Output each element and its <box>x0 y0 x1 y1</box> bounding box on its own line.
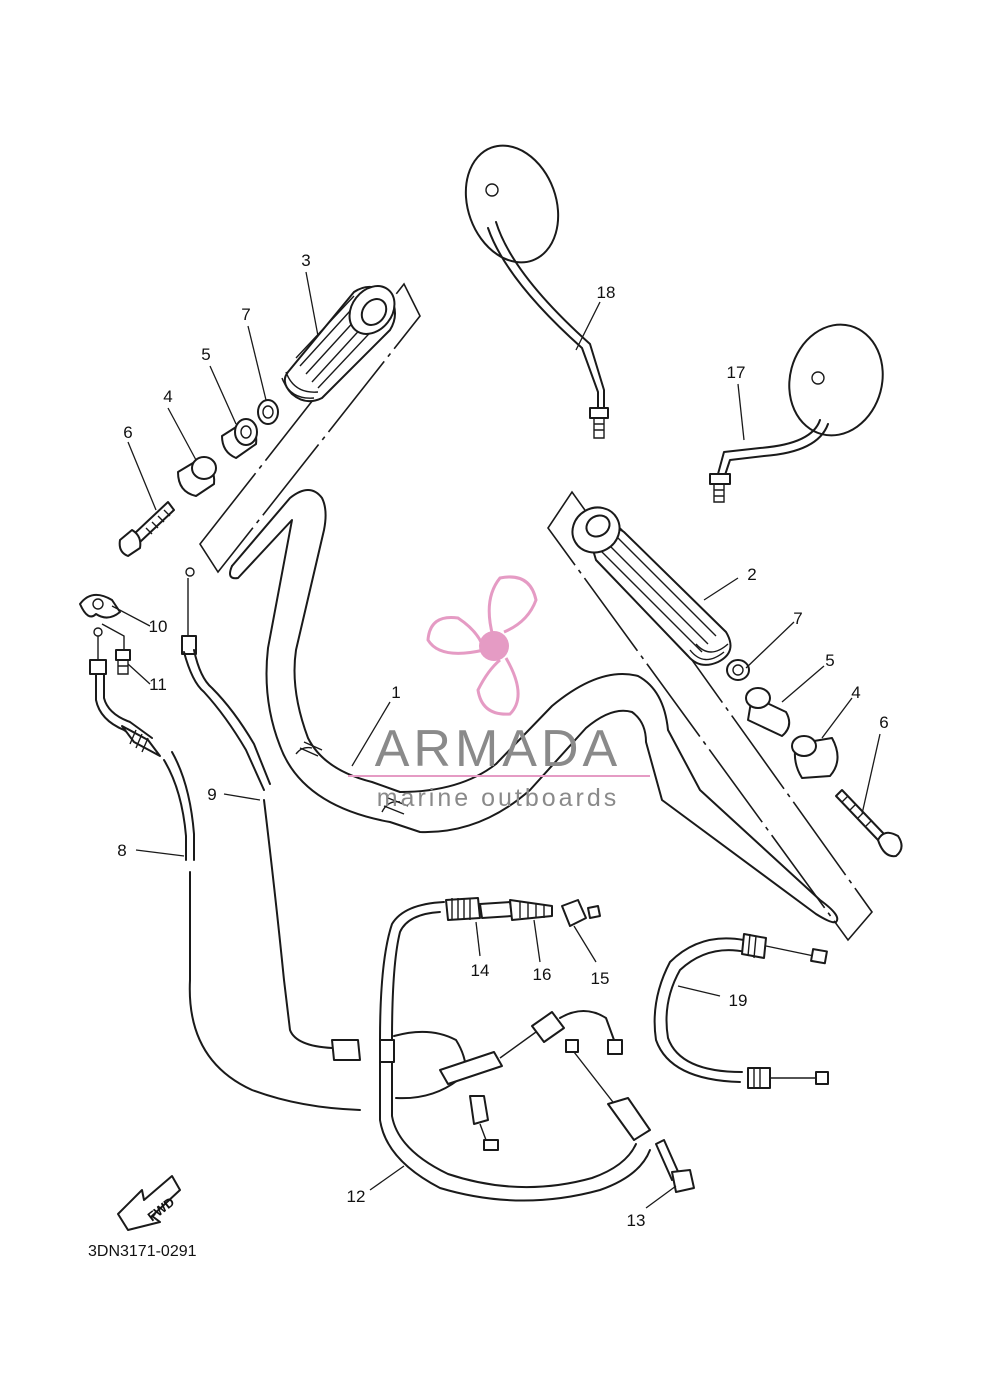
watermark: ARMADA marine outboards <box>348 575 650 812</box>
callout-7-left: 7 <box>241 305 250 324</box>
cable-bracket-bolt <box>655 1139 695 1193</box>
cable-19 <box>653 933 829 1089</box>
callout-6-right: 6 <box>879 713 888 732</box>
callout-18: 18 <box>597 283 616 302</box>
adjuster-nut <box>561 899 601 927</box>
callout-4-left: 4 <box>163 387 172 406</box>
right-spacer <box>745 687 791 737</box>
callout-15: 15 <box>591 969 610 988</box>
watermark-brand: ARMADA <box>375 720 621 778</box>
right-bar-end-weight <box>791 735 839 779</box>
cable-bolt <box>115 649 131 675</box>
callout-8: 8 <box>117 841 126 860</box>
callout-11: 11 <box>149 675 167 694</box>
left-bolt <box>118 501 175 557</box>
throttle-cable-2 <box>181 567 361 1061</box>
callout-9: 9 <box>207 785 216 804</box>
callout-17: 17 <box>727 363 746 382</box>
forward-direction-arrow: FWD <box>117 1175 181 1231</box>
callout-3: 3 <box>301 251 310 270</box>
watermark-tagline: marine outboards <box>377 784 620 812</box>
callout-10: 10 <box>149 617 168 636</box>
callout-1: 1 <box>391 683 400 702</box>
throttle-cable-assembly <box>379 901 651 1202</box>
callout-5-right: 5 <box>825 651 834 670</box>
document-code: 3DN3171-0291 <box>88 1243 197 1260</box>
left-bar-end-weight <box>177 456 217 497</box>
left-grip <box>281 285 396 403</box>
callout-5-left: 5 <box>201 345 210 364</box>
cable-adjuster-plate <box>79 593 121 619</box>
callout-4-right: 4 <box>851 683 860 702</box>
callout-13: 13 <box>627 1211 646 1230</box>
left-mirror <box>464 144 609 439</box>
left-collar <box>257 399 279 425</box>
right-bolt <box>835 789 903 858</box>
leader-lines <box>111 271 881 1209</box>
callout-19: 19 <box>729 991 748 1010</box>
callout-12: 12 <box>347 1187 366 1206</box>
right-grip <box>571 506 732 666</box>
right-collar <box>726 659 750 681</box>
propeller-logo <box>426 575 538 716</box>
right-clamp-outline <box>547 490 874 942</box>
callout-2: 2 <box>747 565 756 584</box>
callouts: 1 2 3 4 4 5 5 6 6 7 7 8 9 10 11 12 13 14… <box>117 251 888 1230</box>
right-mirror <box>709 323 884 503</box>
callout-7-right: 7 <box>793 609 802 628</box>
callout-16: 16 <box>533 965 552 984</box>
clutch-cable <box>89 627 361 1111</box>
callout-6-left: 6 <box>123 423 132 442</box>
left-spacer <box>221 418 258 459</box>
cable-adjuster <box>445 897 553 921</box>
handlebar <box>229 489 839 924</box>
callout-14: 14 <box>471 961 490 980</box>
